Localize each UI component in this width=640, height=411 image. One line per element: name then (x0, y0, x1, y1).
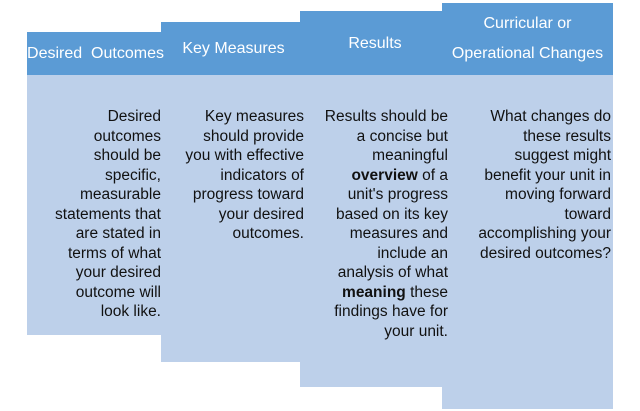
col2-header: Key Measures (182, 40, 285, 57)
col3-body-meaning: meaning (342, 283, 406, 301)
col1-header: Desired Outcomes (27, 45, 164, 62)
col1-header-bg (27, 32, 164, 75)
col3-body: Results should be a concise but meaningf… (318, 107, 448, 341)
col4-header: Curricular or Operational Changes (442, 3, 613, 75)
col3-header: Results (348, 34, 402, 52)
col3-body-part1: Results should be a concise but meaningf… (324, 108, 448, 164)
col3-body-bg (300, 75, 471, 387)
col4-header-line1: Curricular or (483, 15, 572, 32)
col4-body-bg (442, 75, 613, 409)
col4-body: What changes do these results suggest mi… (478, 108, 611, 262)
col2-body-bg (161, 75, 327, 362)
col3-body-part2: of a unit's progress based on its key me… (335, 166, 448, 282)
col2-body: Key measures should provide you with eff… (185, 108, 304, 242)
col2-header-bg (161, 22, 306, 75)
col3-body-part3: these findings have for your unit. (334, 283, 448, 340)
col1-body-bg (27, 75, 185, 335)
col1-body: Desired outcomes should be specific, mea… (55, 108, 161, 320)
col3-body-overview: overview (351, 166, 418, 184)
col3-header-bg (300, 11, 450, 75)
col4-header-bg (442, 3, 613, 75)
col4-header-line2: Operational Changes (451, 45, 604, 62)
